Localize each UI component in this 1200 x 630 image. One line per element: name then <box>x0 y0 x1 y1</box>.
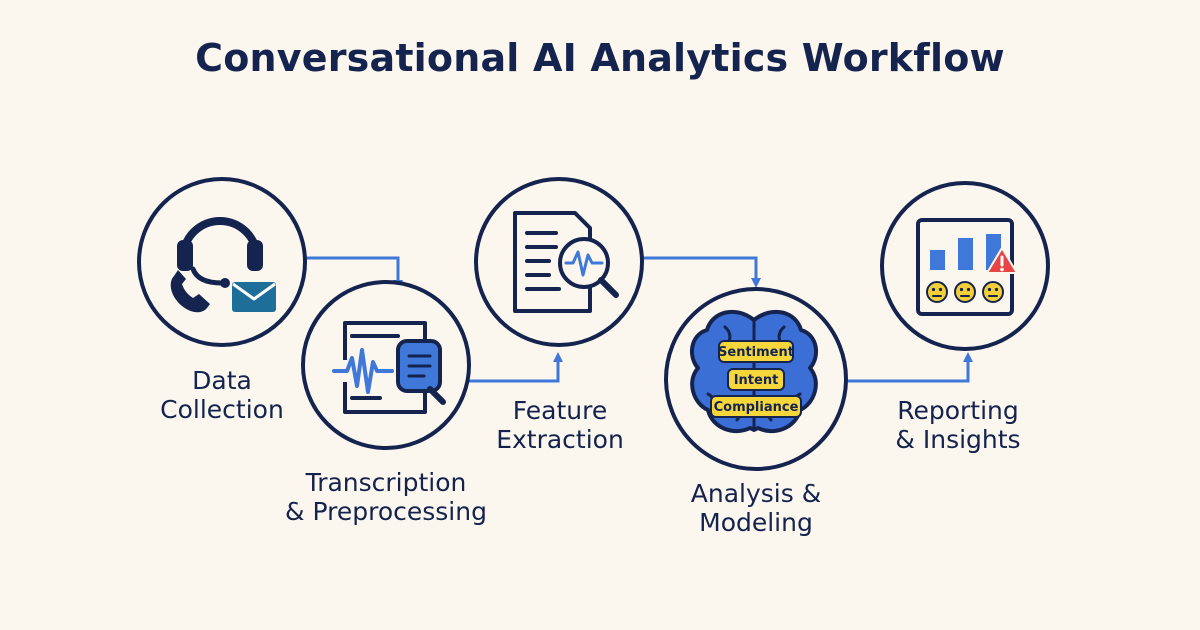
step-transcription <box>301 280 471 450</box>
document-magnifier-icon <box>513 211 619 313</box>
step-label-analysis-modeling: Analysis & Modeling <box>690 479 822 537</box>
neutral-face-icon <box>926 281 948 303</box>
tag-intent: Intent <box>727 368 785 391</box>
waveform-transcript-icon <box>332 321 446 414</box>
neutral-face-icon <box>954 281 976 303</box>
step-analysis-modeling: Sentiment Intent Compliance <box>664 287 848 471</box>
step-label-feature-extraction: Feature Extraction <box>496 396 624 454</box>
step-circle <box>137 177 307 347</box>
step-data-collection <box>137 177 307 347</box>
step-label-transcription: Transcription & Preprocessing <box>285 468 487 526</box>
dashboard-chart-icon <box>916 218 1018 316</box>
step-label-reporting-insights: Reporting & Insights <box>895 396 1021 454</box>
step-reporting-insights <box>880 181 1050 351</box>
tag-compliance: Compliance <box>710 395 802 418</box>
step-feature-extraction <box>474 177 644 347</box>
connector-feature-to-analysis <box>643 256 761 288</box>
step-circle <box>301 280 471 450</box>
headset-phone-mail-icon <box>170 217 276 313</box>
tag-sentiment: Sentiment <box>718 340 794 363</box>
tag-text: Intent <box>734 373 779 388</box>
tag-text: Compliance <box>714 400 799 415</box>
page-title: Conversational AI Analytics Workflow <box>195 36 1005 80</box>
connector-transcription-to-feature <box>468 352 563 383</box>
tag-text: Sentiment <box>718 345 794 360</box>
connector-analysis-to-reporting <box>848 352 973 383</box>
connector-collection-to-transcription <box>305 256 403 290</box>
step-label-data-collection: Data Collection <box>160 366 284 424</box>
alert-icon <box>986 247 1018 274</box>
neutral-face-icon <box>982 281 1004 303</box>
